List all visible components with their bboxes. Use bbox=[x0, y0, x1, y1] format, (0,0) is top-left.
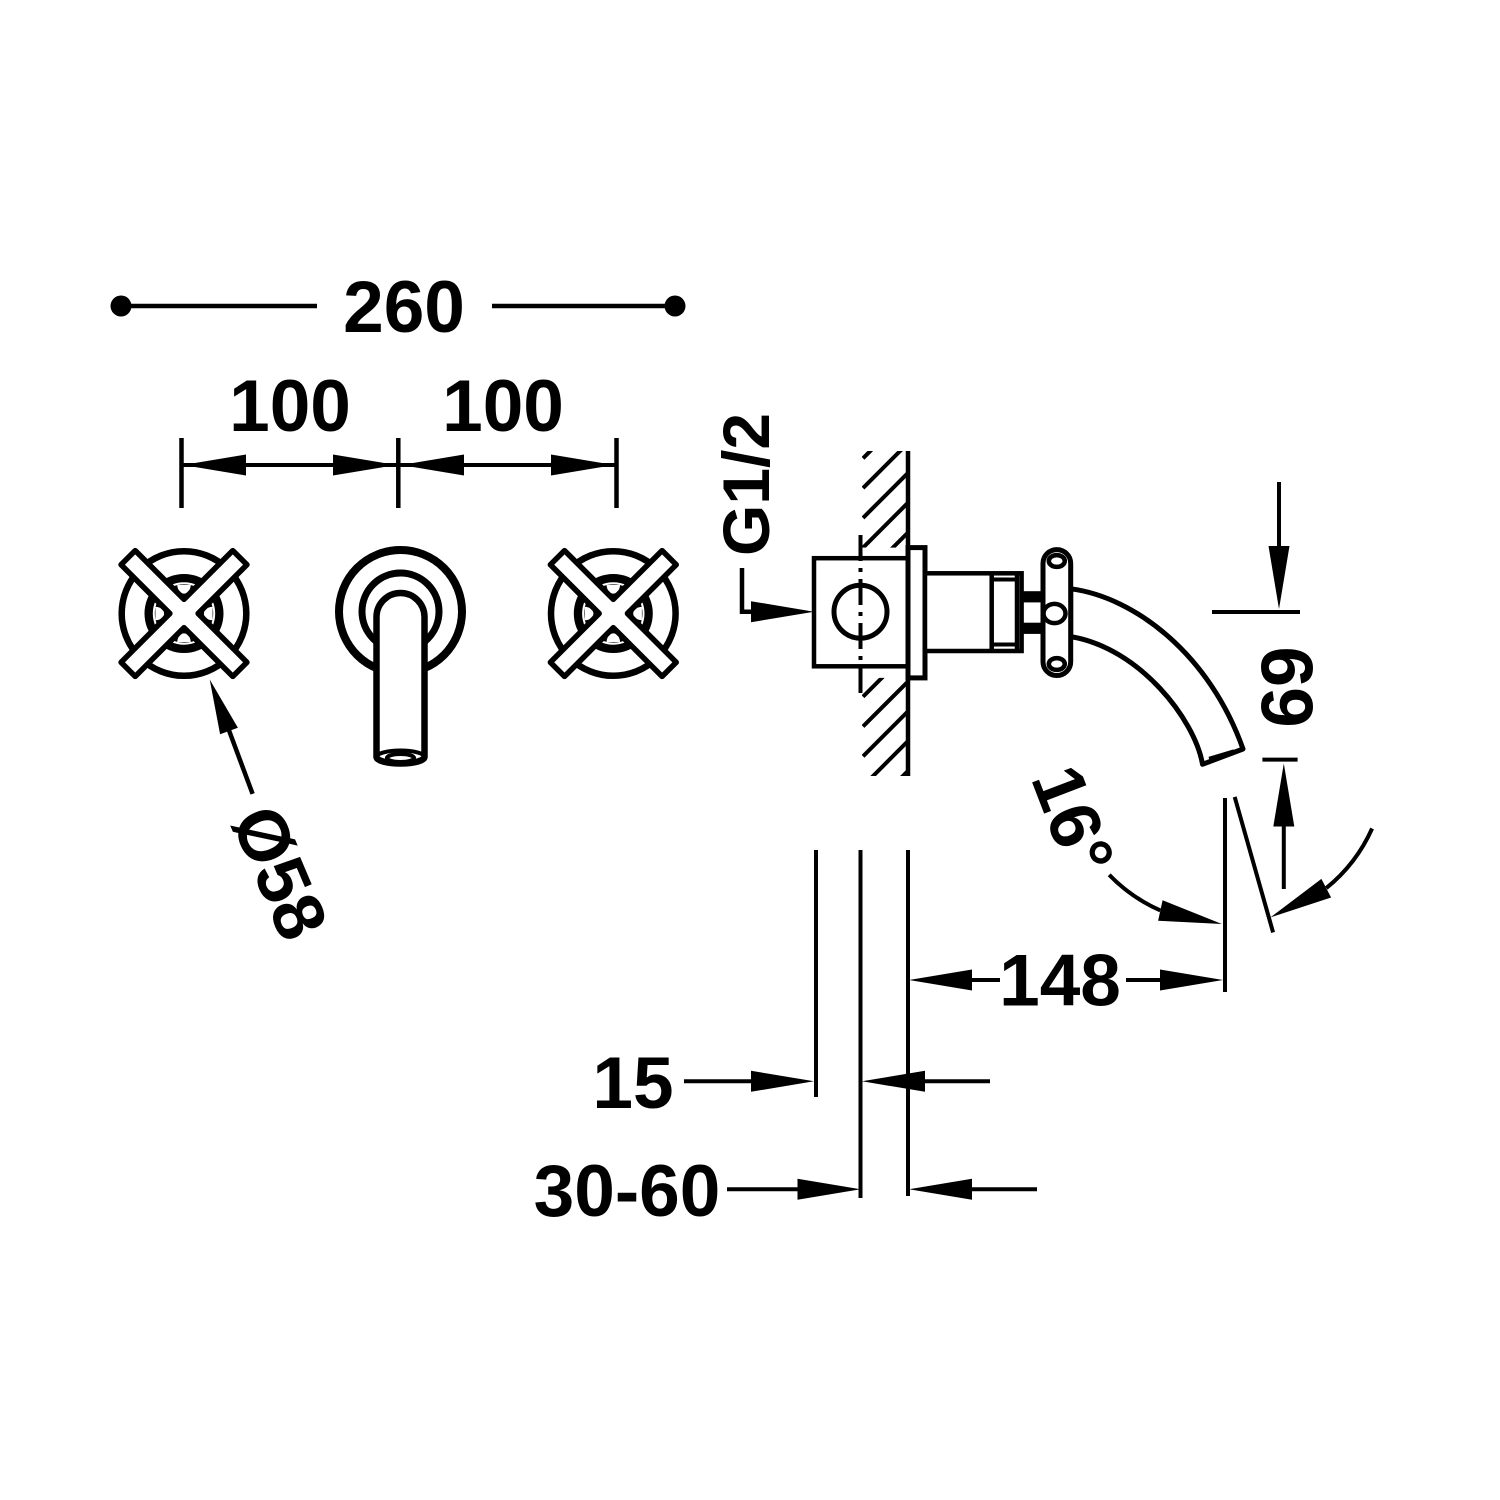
svg-text:69: 69 bbox=[1248, 646, 1329, 727]
svg-text:15: 15 bbox=[592, 1043, 673, 1124]
svg-text:148: 148 bbox=[999, 941, 1121, 1022]
svg-text:30-60: 30-60 bbox=[534, 1151, 721, 1232]
svg-text:100: 100 bbox=[442, 366, 564, 447]
svg-text:Ø58: Ø58 bbox=[216, 795, 343, 952]
svg-text:16°: 16° bbox=[1016, 755, 1130, 885]
svg-text:260: 260 bbox=[343, 267, 465, 348]
svg-text:100: 100 bbox=[229, 366, 351, 447]
svg-text:G1/2: G1/2 bbox=[709, 413, 783, 556]
